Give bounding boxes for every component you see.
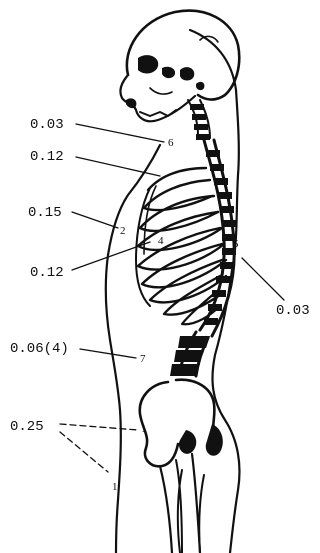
value-label-025: 0.25 [10, 419, 44, 435]
pelvis [140, 380, 223, 553]
marker-2: 2 [120, 225, 126, 237]
lumbar-spine [170, 332, 210, 376]
value-label-012-a: 0.12 [30, 149, 64, 165]
marker-1-low: 1 [112, 481, 118, 493]
value-label-003-top: 0.03 [30, 117, 64, 133]
rib-cage [136, 168, 226, 324]
cervical-spine [188, 100, 210, 140]
leader-003-top [76, 124, 164, 142]
leader-006 [80, 349, 136, 358]
value-label-015: 0.15 [28, 205, 62, 221]
leader-lines [60, 124, 284, 472]
marker-4: 4 [158, 235, 164, 247]
marker-1-hip: 1 [141, 423, 147, 435]
value-label-012-b: 0.12 [30, 265, 64, 281]
leader-015 [72, 212, 118, 228]
marker-7: 7 [140, 353, 146, 365]
skull [120, 11, 239, 122]
marker-6: 6 [168, 137, 174, 149]
leader-025-upper [60, 424, 138, 430]
marker-5: 5 [233, 238, 239, 250]
value-label-003-right: 0.03 [276, 303, 310, 319]
leader-003-right [242, 258, 284, 300]
leader-025-lower [60, 432, 108, 472]
value-label-006: 0.06(4) [10, 341, 69, 357]
